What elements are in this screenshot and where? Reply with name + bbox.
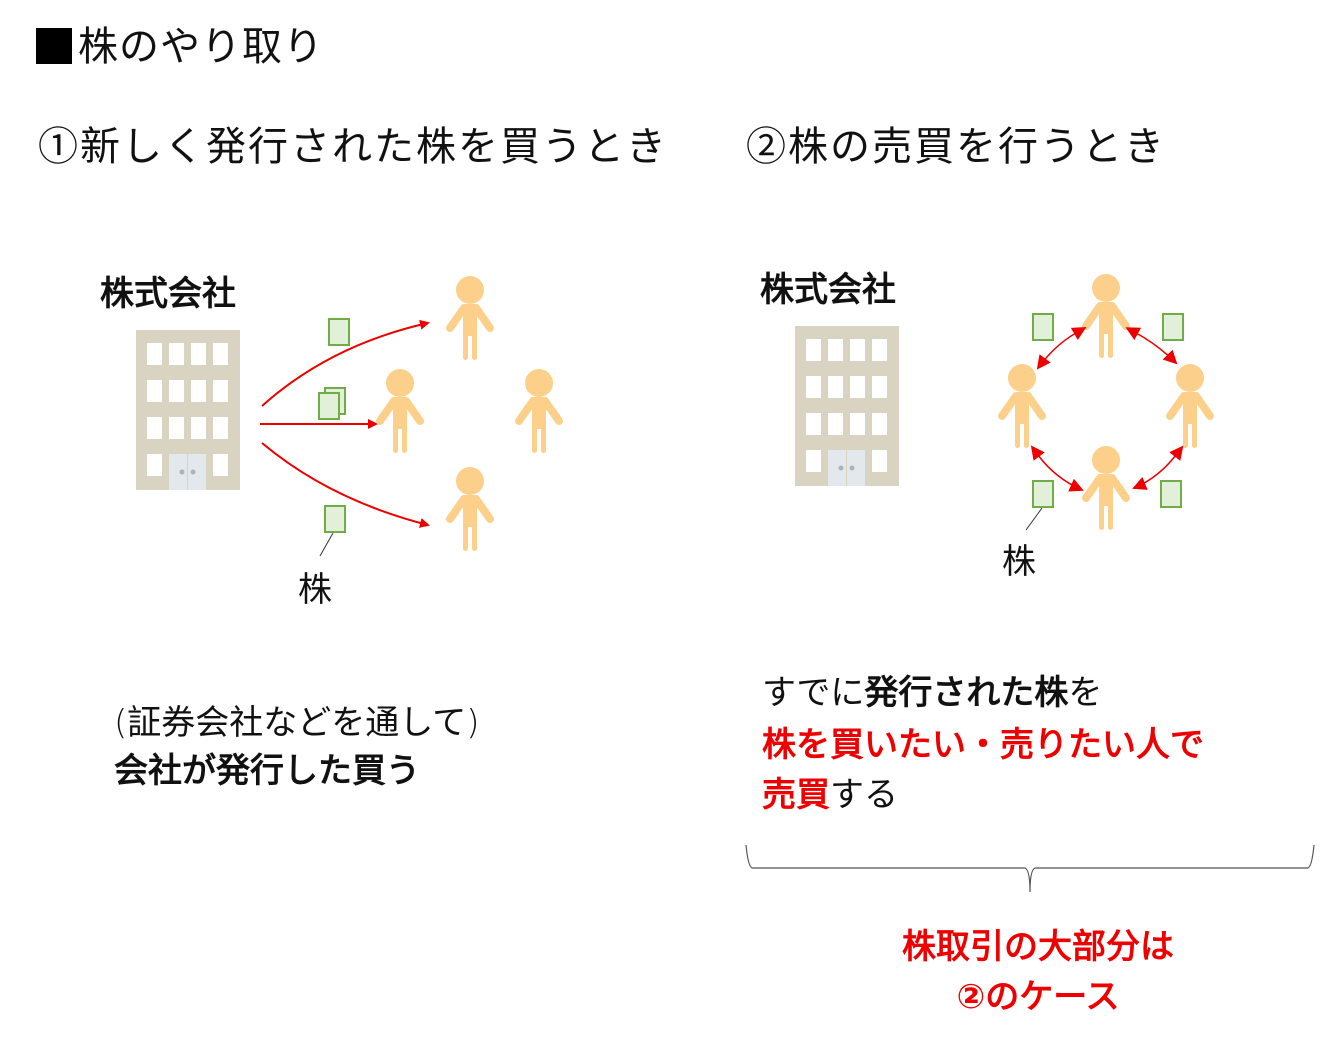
desc-line-2: 株を買いたい・売りたい人で bbox=[762, 725, 1204, 765]
section1-heading: ①新しく発行された株を買うとき bbox=[38, 124, 668, 170]
stock-label-2: 株 bbox=[1002, 542, 1036, 582]
page-title: 株のやり取り bbox=[36, 14, 324, 72]
desc-line-3: 売買する bbox=[762, 775, 898, 815]
person-icon bbox=[519, 369, 559, 453]
person-icon bbox=[1002, 364, 1042, 448]
trade-arrows bbox=[1030, 327, 1184, 492]
building-icon-1 bbox=[135, 329, 241, 491]
issue-arrows bbox=[260, 319, 430, 528]
stock-icon bbox=[1160, 480, 1182, 508]
stock-icon bbox=[328, 318, 350, 346]
person-icon bbox=[1086, 446, 1126, 530]
stock-icon bbox=[1032, 480, 1054, 508]
stock-leader-line bbox=[1025, 507, 1043, 531]
company-label-2: 株式会社 bbox=[760, 270, 896, 310]
stock-stack-icon bbox=[318, 387, 346, 420]
stock-leader-line bbox=[319, 532, 334, 557]
square-bullet-icon bbox=[36, 28, 72, 64]
stock-label-1: 株 bbox=[298, 570, 332, 610]
note-line-2: 会社が発行した買う bbox=[114, 751, 420, 791]
note-line-1: (証券会社などを通して) bbox=[114, 703, 480, 743]
stock-icon bbox=[324, 505, 346, 533]
company-label-1: 株式会社 bbox=[100, 274, 236, 314]
conclusion-line-2: ②のケース bbox=[956, 977, 1120, 1017]
curly-brace bbox=[745, 844, 1315, 893]
person-icon bbox=[380, 369, 420, 453]
stock-icon bbox=[1032, 313, 1054, 341]
building-icon-2 bbox=[794, 325, 900, 487]
stock-icon bbox=[1162, 313, 1184, 341]
person-icon bbox=[1170, 364, 1210, 448]
person-icon bbox=[450, 276, 490, 360]
conclusion-line-1: 株取引の大部分は bbox=[902, 927, 1174, 967]
desc-line-1: すでに発行された株を bbox=[762, 673, 1103, 713]
person-icon bbox=[450, 467, 490, 551]
section2-heading: ②株の売買を行うとき bbox=[746, 124, 1166, 170]
person-icon bbox=[1086, 274, 1126, 358]
